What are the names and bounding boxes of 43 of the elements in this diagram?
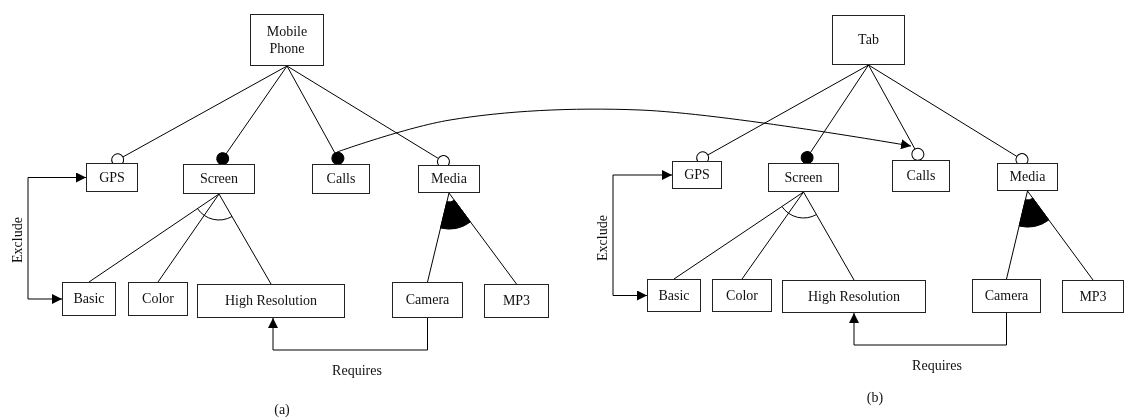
connector-line — [803, 191, 855, 281]
feature-box: Color — [712, 279, 772, 312]
connector-line — [448, 192, 517, 285]
constraint-arrow — [268, 317, 428, 351]
connector-line — [673, 191, 804, 280]
constraint-arrow — [27, 172, 87, 304]
feature-box: Screen — [183, 164, 255, 194]
panel-caption: (a) — [274, 402, 290, 418]
connector-line — [868, 64, 925, 161]
feature-box: Basic — [647, 279, 701, 312]
edge-label: Requires — [911, 358, 963, 374]
feature-box: High Resolution — [782, 280, 926, 313]
constraint-arrow — [849, 312, 1007, 346]
feature-box: Media — [418, 165, 480, 193]
feature-box: High Resolution — [197, 284, 345, 318]
feature-box: Mobile Phone — [250, 14, 324, 66]
connector-line — [427, 192, 450, 283]
connector-line — [88, 193, 220, 283]
panel-caption: (b) — [866, 390, 884, 406]
edge-label: Requires — [331, 363, 383, 379]
connector-line — [1027, 190, 1094, 281]
feature-box: Calls — [892, 160, 950, 192]
arrow — [336, 108, 912, 153]
connector-line — [157, 193, 220, 283]
feature-box: Screen — [768, 163, 839, 192]
feature-box: MP3 — [484, 284, 549, 318]
connector-line — [741, 191, 804, 280]
feature-box: GPS — [672, 161, 722, 189]
connector-line — [218, 193, 272, 285]
feature-box: Color — [128, 282, 188, 316]
feature-box: Calls — [312, 164, 370, 194]
feature-box: MP3 — [1062, 280, 1124, 313]
connector-line — [1006, 190, 1028, 280]
feature-box: Basic — [62, 282, 116, 316]
connector-line — [216, 65, 288, 166]
feature-box: Camera — [972, 279, 1041, 313]
feature-box: Tab — [832, 15, 905, 65]
connector-line — [800, 64, 869, 165]
feature-box: Camera — [392, 282, 463, 318]
feature-box: Media — [997, 163, 1058, 191]
constraint-arrow — [612, 170, 673, 301]
connector-line — [286, 65, 345, 165]
feature-box: GPS — [86, 163, 138, 192]
